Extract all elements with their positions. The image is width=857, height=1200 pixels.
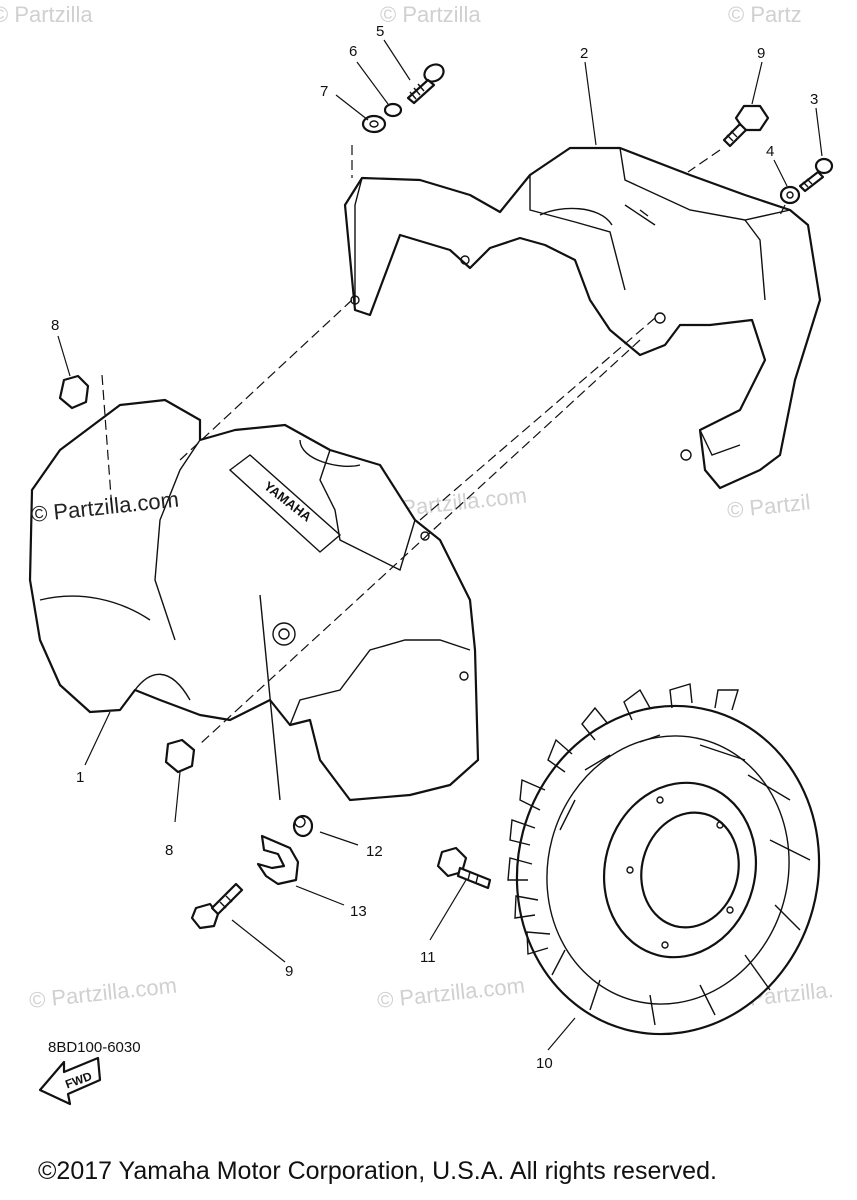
- callout-8-lower: 8: [165, 842, 173, 859]
- callout-5: 5: [376, 23, 384, 40]
- diagram-code: 8BD100-6030: [48, 1039, 141, 1056]
- callout-6: 6: [349, 43, 357, 60]
- watermark-tl: © Partzilla: [0, 2, 93, 27]
- callout-9-upper: 9: [757, 45, 765, 62]
- callouts: 2 5 6 7 9 3 4 8 1 8 12 13 9 11 10: [51, 23, 818, 1072]
- watermark-right: © Partzil: [726, 489, 812, 523]
- callout-12: 12: [366, 843, 383, 860]
- part-2-upper-shroud: [343, 146, 822, 490]
- assembly-lines: [101, 145, 786, 745]
- part-3-screw: [798, 157, 834, 193]
- copyright-notice: ©2017 Yamaha Motor Corporation, U.S.A. A…: [38, 1157, 717, 1185]
- part-5-bolt: [406, 63, 445, 105]
- watermark-tc: © Partzilla: [380, 2, 481, 27]
- watermark-bc: © Partzilla.com: [376, 973, 526, 1013]
- part-9-bolt-upper: [722, 104, 770, 148]
- callout-9-lower: 9: [285, 963, 293, 980]
- part-13-clip: [256, 834, 300, 886]
- leader-lines: [57, 39, 823, 1051]
- callout-2: 2: [580, 45, 588, 62]
- part-12-collar: [292, 814, 314, 838]
- part-8-nut-lower: [164, 738, 196, 774]
- callout-3: 3: [810, 91, 818, 108]
- part-6-lock-washer: [383, 102, 403, 118]
- watermark-bl: © Partzilla.com: [28, 973, 178, 1013]
- part-11-bolt: [436, 846, 492, 890]
- hardware: [58, 63, 834, 930]
- part-8-nut-upper: [58, 374, 90, 410]
- part-4-washer: [779, 185, 801, 205]
- part-1-lower-shroud: YAMAHA: [28, 398, 480, 802]
- callout-1: 1: [76, 769, 84, 786]
- callout-11: 11: [420, 949, 436, 966]
- callout-7: 7: [320, 83, 328, 100]
- part-9-bolt-lower: [190, 882, 244, 930]
- part-7-flat-washer: [361, 114, 387, 134]
- callout-10: 10: [536, 1055, 553, 1072]
- callout-13: 13: [350, 903, 367, 920]
- callout-4: 4: [766, 143, 774, 160]
- fwd-arrow-icon: FWD: [38, 1056, 102, 1106]
- part-10-flywheel-fan: [507, 683, 821, 1036]
- callout-8-upper: 8: [51, 317, 59, 334]
- watermark-tr: © Partz: [728, 2, 802, 27]
